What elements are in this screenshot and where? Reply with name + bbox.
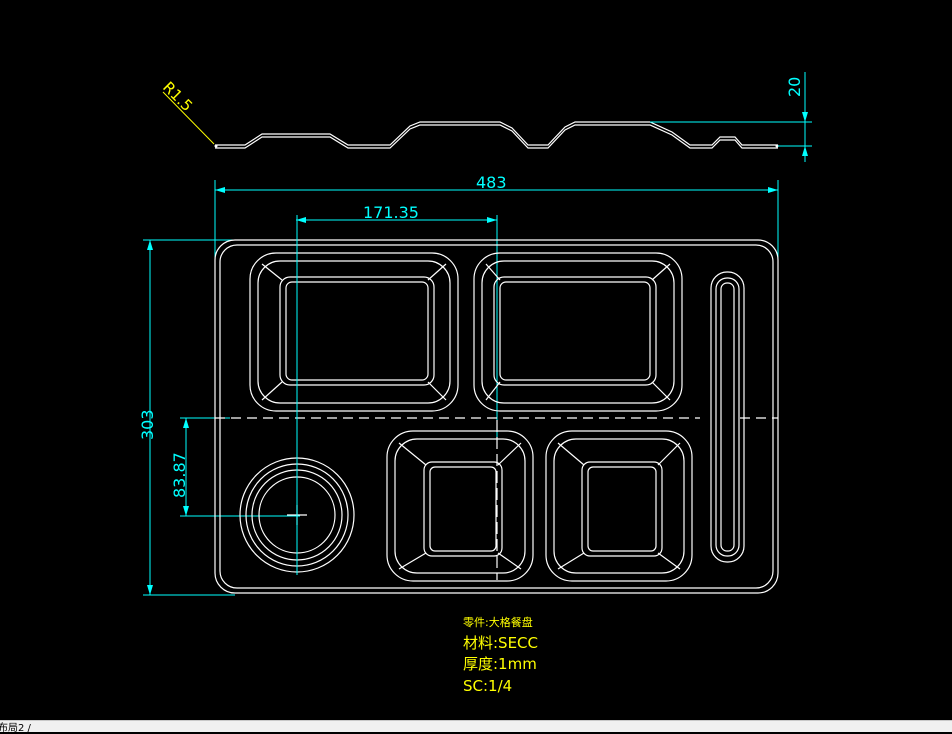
compartment-bottom-right bbox=[545, 430, 693, 582]
radius-label: R1.5 bbox=[159, 78, 196, 115]
tray-plan-view bbox=[214, 215, 779, 594]
layout-tab[interactable]: 布局2 / bbox=[0, 723, 31, 734]
width-label: 483 bbox=[476, 173, 507, 192]
height-dimension: 20 bbox=[650, 72, 812, 162]
note-part: 零件:大格餐盘 bbox=[463, 615, 533, 629]
layout-tab-bar: 布局2 / bbox=[0, 720, 952, 734]
side-profile-view bbox=[214, 121, 779, 149]
compartment-top-right bbox=[473, 252, 683, 412]
compartment-top-left bbox=[249, 252, 459, 412]
overall-height-dimension: 303 bbox=[138, 239, 235, 596]
circle-offset-label: 83.87 bbox=[170, 452, 189, 498]
offset-dimension: 171.35 bbox=[296, 203, 498, 440]
height-label: 20 bbox=[785, 77, 804, 97]
overall-height-label: 303 bbox=[138, 409, 157, 440]
note-scale: SC:1/4 bbox=[463, 677, 512, 695]
note-thickness: 厚度:1mm bbox=[463, 655, 537, 673]
note-material: 材料:SECC bbox=[463, 634, 538, 652]
offset-label: 171.35 bbox=[363, 203, 419, 222]
radius-dimension: R1.5 bbox=[159, 78, 215, 145]
title-notes: 零件:大格餐盘 材料:SECC 厚度:1mm SC:1/4 bbox=[463, 615, 538, 695]
width-dimension: 483 bbox=[214, 173, 779, 265]
compartment-bottom-middle bbox=[386, 430, 534, 582]
utensil-slot bbox=[710, 271, 745, 563]
